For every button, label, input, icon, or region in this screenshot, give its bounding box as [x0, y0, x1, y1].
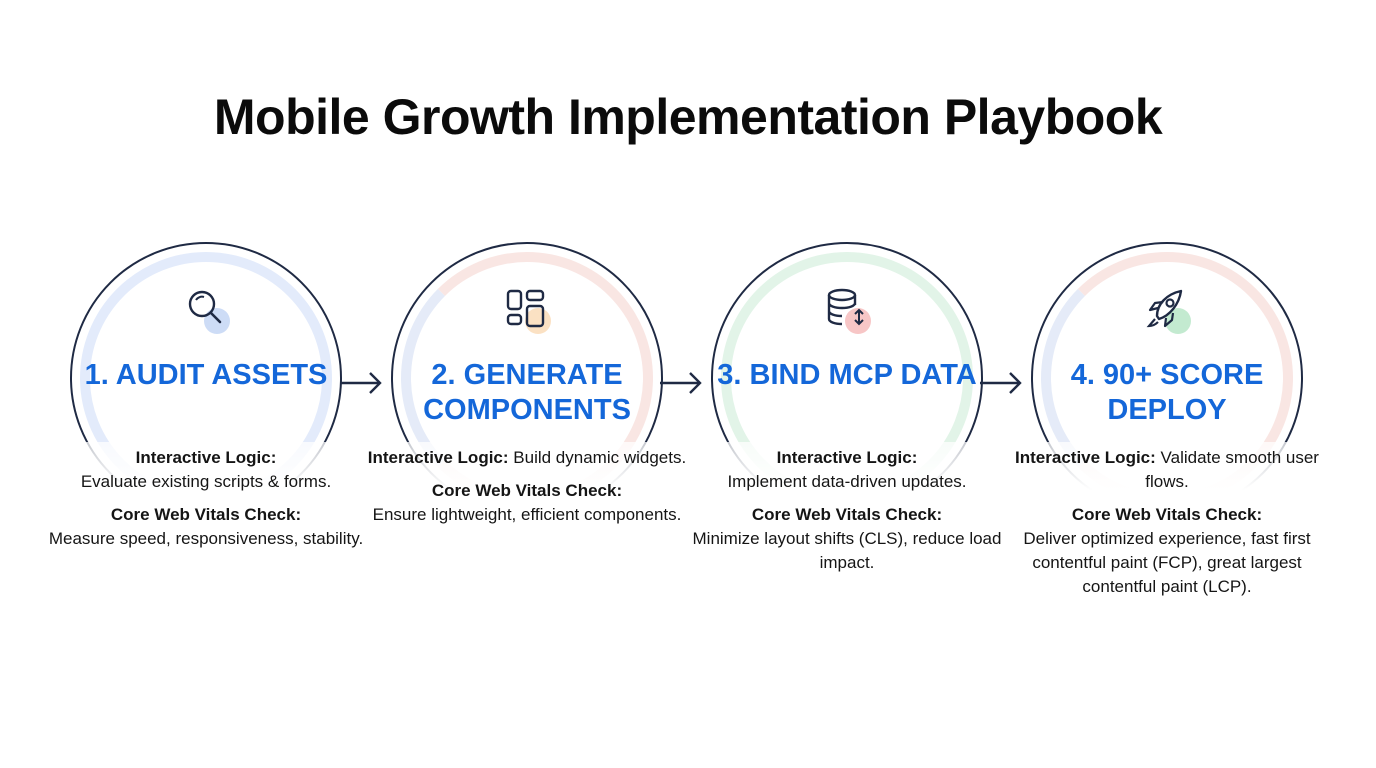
step-body: Interactive Logic: Evaluate existing scri… [40, 446, 372, 560]
cwv-text: Ensure lightweight, efficient components… [372, 505, 682, 524]
logic-label: Interactive Logic: [135, 448, 277, 467]
cwv-text: Minimize layout shifts (CLS), reduce loa… [692, 529, 1002, 572]
logic-text: Validate smooth user flows. [1145, 448, 1319, 491]
step-heading: 3. BIND MCP DATA [717, 359, 977, 391]
step-heading: 4. 90+ SCORE DEPLOY [1070, 359, 1264, 426]
cwv-text: Deliver optimized experience, fast first… [1023, 529, 1311, 596]
logic-text: Evaluate existing scripts & forms. [80, 472, 332, 491]
rocket-icon [1143, 286, 1191, 334]
step-heading: 1. AUDIT ASSETS [84, 359, 328, 391]
logic-label: Interactive Logic: [776, 448, 918, 467]
page-title: Mobile Growth Implementation Playbook [213, 89, 1163, 145]
step-body: Interactive Logic: Validate smooth user … [1001, 446, 1333, 608]
step-body: Interactive Logic: Build dynamic widgets… [361, 446, 693, 536]
arrow-right-icon [340, 372, 382, 394]
logic-text: Build dynamic widgets. [513, 448, 687, 467]
step-heading: 2. GENERATE COMPONENTS [423, 359, 631, 426]
step-body: Interactive Logic: Implement data-driven … [681, 446, 1013, 584]
logic-text: Implement data-driven updates. [727, 472, 967, 491]
layout-grid-icon [503, 286, 551, 334]
logic-label: Interactive Logic: [1015, 448, 1156, 467]
search-icon [182, 286, 230, 334]
arrow-right-icon [980, 372, 1022, 394]
cwv-label: Core Web Vitals Check: [431, 481, 623, 500]
cwv-label: Core Web Vitals Check: [751, 505, 943, 524]
cwv-text: Measure speed, responsiveness, stability… [48, 529, 364, 548]
logic-label: Interactive Logic: [367, 448, 509, 467]
cwv-label: Core Web Vitals Check: [1071, 505, 1263, 524]
arrow-right-icon [660, 372, 702, 394]
database-sync-icon [823, 286, 871, 334]
cwv-label: Core Web Vitals Check: [110, 505, 302, 524]
